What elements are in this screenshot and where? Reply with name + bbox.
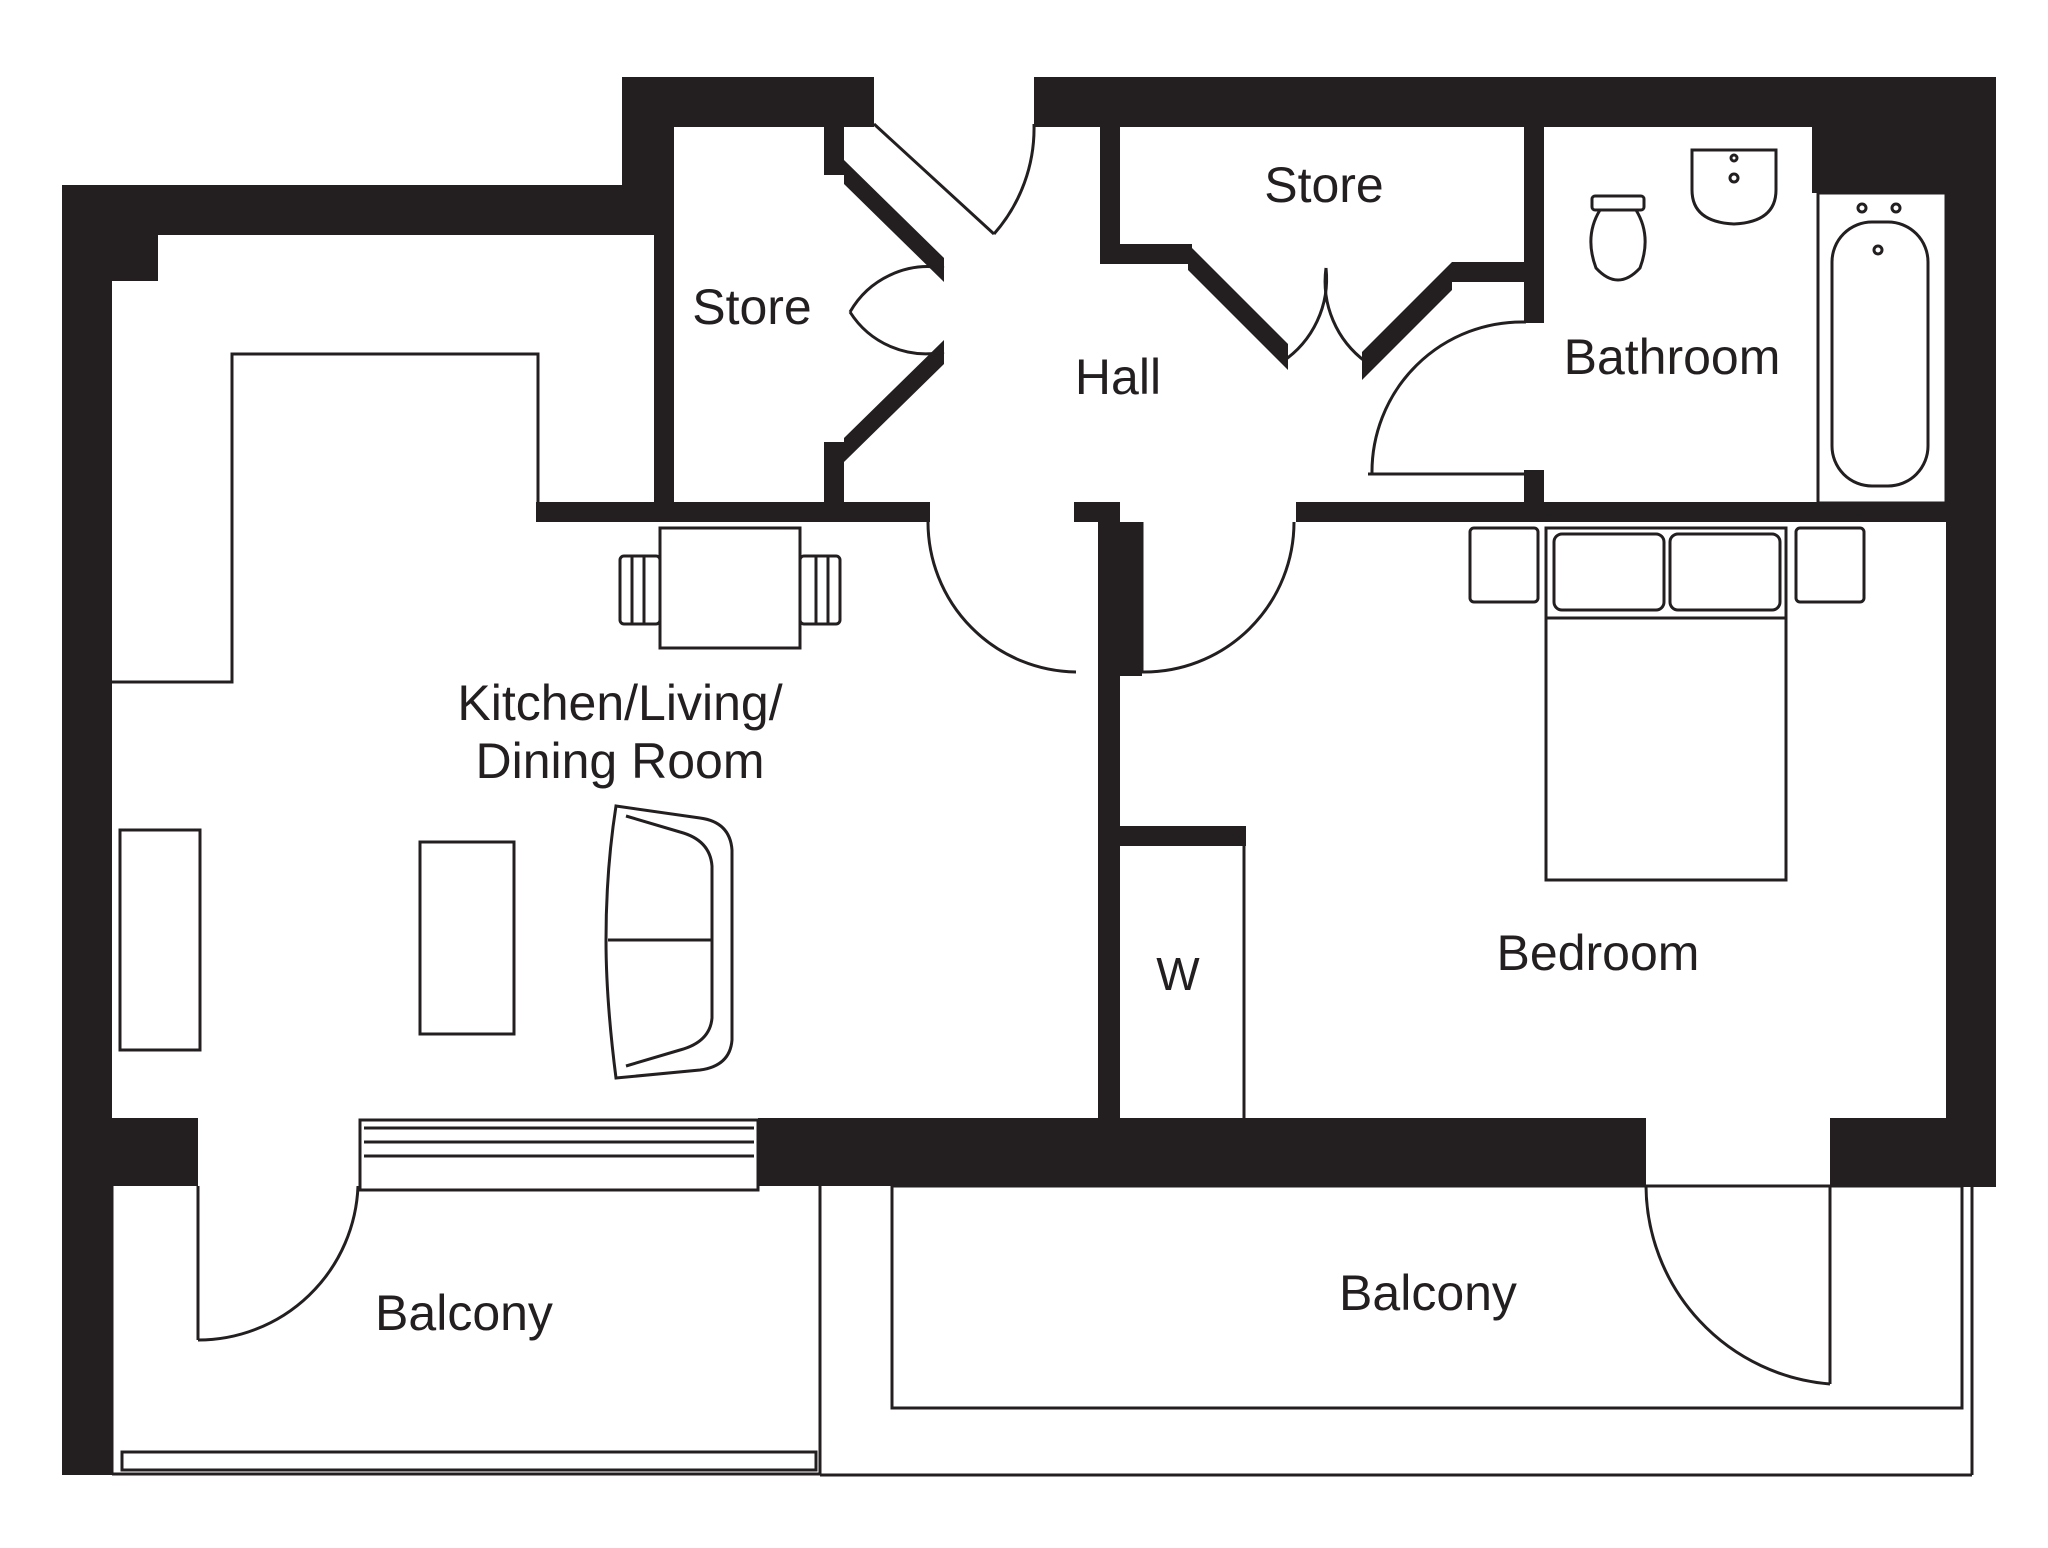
living-furniture: [118, 804, 734, 1080]
label-kitchen-line2: Dining Room: [475, 733, 764, 789]
label-bathroom: Bathroom: [1564, 329, 1781, 385]
label-kitchen-line1: Kitchen/Living/: [457, 675, 782, 731]
label-bedroom: Bedroom: [1497, 925, 1700, 981]
label-hall: Hall: [1075, 349, 1161, 405]
label-balcony-left: Balcony: [375, 1285, 553, 1341]
doors: [196, 122, 1832, 1386]
windows: [120, 1118, 818, 1472]
room-labels: Store Store Hall Bathroom Kitchen/Living…: [375, 157, 1780, 1341]
bathroom-fixtures: [1589, 148, 1948, 505]
interior-walls: [536, 127, 1946, 1122]
label-store-left: Store: [692, 279, 812, 335]
label-balcony-right: Balcony: [1339, 1265, 1517, 1321]
kitchen-worktop: [112, 352, 540, 684]
label-wardrobe: W: [1156, 948, 1200, 1000]
label-store-top: Store: [1264, 157, 1384, 213]
balconies: [110, 1184, 1974, 1477]
dining-set: [618, 526, 842, 650]
exterior-walls: [62, 77, 1996, 1475]
bedroom-furniture: [1468, 526, 1866, 882]
